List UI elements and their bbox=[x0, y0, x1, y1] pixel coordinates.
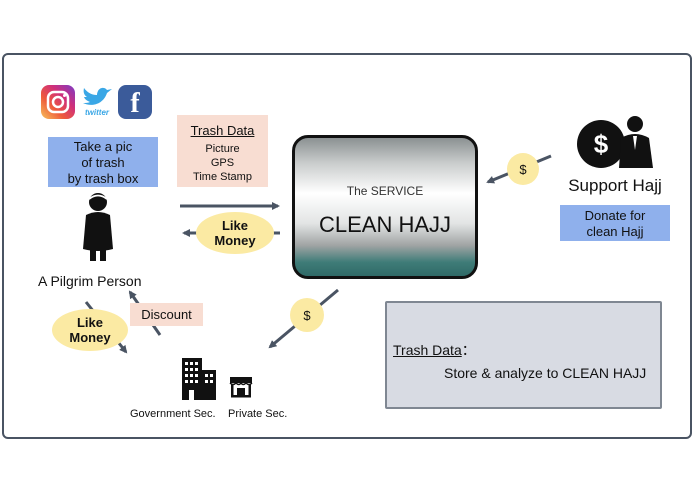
government-building-icon bbox=[182, 358, 216, 400]
government-label: Government Sec. bbox=[130, 408, 216, 420]
private-label: Private Sec. bbox=[228, 408, 288, 420]
trash-data-field: GPS bbox=[210, 157, 235, 169]
note-colon: ： bbox=[461, 342, 476, 358]
trash-data-field: Picture bbox=[205, 143, 240, 155]
note-body: Store & analyze to CLEAN HAJJ bbox=[444, 365, 647, 381]
trash-data-field: Time Stamp bbox=[193, 171, 252, 183]
oval-line: Money bbox=[214, 233, 256, 248]
instruction-line: by trash box bbox=[67, 171, 139, 186]
instruction-line: Take a pic bbox=[73, 139, 133, 154]
instagram-icon bbox=[41, 85, 75, 119]
trash-data-box: Trash Data Picture GPS Time Stamp bbox=[177, 115, 268, 187]
donate-box: Donate for clean Hajj bbox=[560, 205, 670, 241]
oval-line: Like bbox=[76, 315, 103, 330]
supporter-icon: $ bbox=[577, 116, 653, 168]
pilgrim-label: A Pilgrim Person bbox=[38, 273, 142, 289]
note-title-row: Trash Data： bbox=[393, 340, 476, 360]
service-box: The SERVICE CLEAN HAJJ bbox=[292, 135, 478, 279]
note-title: Trash Data bbox=[393, 342, 462, 358]
take-pic-instruction: Take a pic of trash by trash box bbox=[48, 137, 158, 187]
coin-sectors: $ bbox=[290, 298, 324, 332]
donate-line: clean Hajj bbox=[586, 224, 644, 239]
supporter-title: Support Hajj bbox=[568, 176, 662, 195]
discount-label: Discount bbox=[130, 303, 203, 326]
pilgrim-icon bbox=[83, 193, 113, 261]
private-shop-icon bbox=[229, 377, 253, 398]
coin-support: $ bbox=[507, 153, 539, 185]
trash-data-note: Trash Data： Store & analyze to CLEAN HAJ… bbox=[385, 301, 662, 409]
trash-data-title: Trash Data bbox=[190, 123, 255, 138]
donate-line: Donate for bbox=[584, 208, 646, 223]
facebook-icon: f bbox=[118, 85, 152, 119]
service-title: CLEAN HAJJ bbox=[318, 212, 452, 237]
twitter-icon: twitter bbox=[79, 85, 115, 119]
twitter-wordmark: twitter bbox=[85, 108, 109, 117]
instruction-line: of trash bbox=[81, 155, 125, 170]
oval-line: Like bbox=[221, 218, 248, 233]
svg-text:$: $ bbox=[594, 129, 609, 159]
service-subtitle: The SERVICE bbox=[346, 184, 424, 198]
oval-line: Money bbox=[69, 330, 111, 345]
